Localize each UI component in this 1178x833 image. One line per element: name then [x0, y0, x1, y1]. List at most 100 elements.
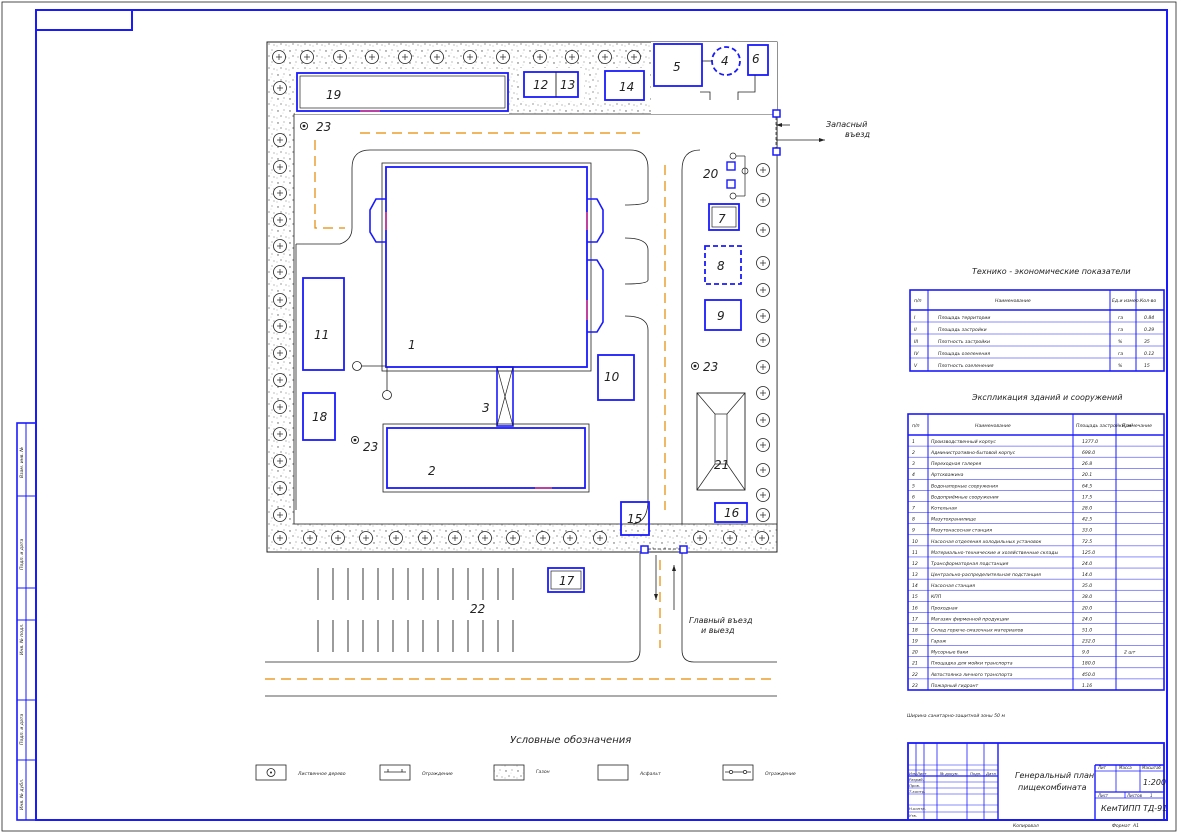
building-label: 11: [314, 328, 329, 342]
explication-cell: 7: [912, 506, 915, 512]
legend-title: Условные обозначения: [510, 734, 631, 746]
explication-cell: КПП: [931, 594, 942, 600]
explication-cell: 3: [912, 461, 915, 467]
explication-cell: 14: [912, 583, 918, 589]
tep-cell: 0.84: [1144, 315, 1154, 321]
explication-cell: Производственный корпус: [931, 439, 996, 445]
tree-icon: [266, 768, 276, 777]
tep-cell: 0.12: [1144, 351, 1154, 357]
explication-cell: Гараж: [931, 639, 947, 645]
building-20: [726, 161, 736, 171]
explication-cell: 8: [912, 517, 915, 523]
tep-table: Технико - экономические показатели п/п Н…: [909, 267, 1165, 372]
title-block: Изм. Лист № докум. Подп. Дата Разраб. Пр…: [907, 742, 1167, 829]
explication-cell: 232.0: [1082, 639, 1095, 645]
explication-cell: 698.0: [1082, 450, 1095, 456]
explication-header: п/п: [912, 423, 920, 429]
explication-cell: 17.5: [1082, 494, 1092, 500]
building-2: [386, 427, 586, 489]
explication-cell: Артскважина: [930, 472, 964, 478]
building-label: 18: [312, 410, 328, 424]
building-10: [597, 354, 635, 401]
stamp-row: Разраб.: [909, 777, 924, 782]
legend: Условные обозначения Лиственное дерево О…: [255, 734, 796, 781]
site-plan: 19 12 13 14 5 4 6 Запасный въезд 23: [265, 41, 871, 697]
explication-cell: 72.5: [1082, 539, 1092, 545]
building-14: [604, 70, 645, 101]
tep-cell: III: [914, 339, 919, 345]
building-label: 13: [560, 78, 575, 92]
explication-cell: 6: [912, 494, 915, 500]
stamp-row: Т.контр.: [909, 789, 925, 794]
stamp-row: Н.контр.: [909, 806, 926, 811]
tep-cell: га: [1118, 316, 1123, 321]
building-label: 19: [326, 88, 341, 102]
building-label: 12: [533, 78, 548, 92]
format-label: Формат: [1112, 823, 1131, 829]
side-stamp-cell: Инв. № подл.: [19, 623, 25, 655]
explication-cell: 18: [912, 627, 918, 633]
explication-cell: Насосная станция: [931, 583, 975, 589]
explication-cell: Административно-бытовой корпус: [930, 450, 1016, 456]
building-19: [296, 72, 509, 112]
building-label: 7: [718, 212, 726, 226]
explication-cell: Склад горюче-смазочных материалов: [931, 627, 1023, 633]
building-21: [696, 392, 746, 491]
building-22: [317, 568, 514, 652]
explication-header: Наименование: [975, 423, 1011, 429]
stamp-row: Пров.: [909, 783, 920, 788]
building-15: [620, 501, 650, 536]
explication-cell: Трансформаторная подстанция: [931, 561, 1009, 567]
drawing-title: Генеральный план: [1015, 771, 1094, 780]
tep-cell: V: [914, 363, 918, 369]
explication-cell: 42.5: [1082, 517, 1092, 523]
explication-cell: 19: [912, 639, 918, 645]
building-17: [547, 567, 585, 593]
explication-title: Экспликация зданий и сооружений: [971, 393, 1122, 402]
explication-cell: 13: [912, 572, 918, 578]
tep-cell: Площадь озеленения: [938, 351, 990, 357]
explication-cell: 4: [912, 472, 915, 478]
legend-label: Газон: [536, 769, 550, 775]
explication-cell: 35.0: [1082, 583, 1092, 589]
explication-cell: 9.0: [1082, 650, 1089, 656]
tep-header: Кол-во: [1140, 298, 1156, 304]
tep-title: Технико - экономические показатели: [972, 267, 1131, 276]
tep-cell: Плотность озеленения: [938, 363, 994, 369]
building-12-13: [523, 71, 579, 98]
building-label: 21: [714, 458, 729, 472]
stamp-col: Подп.: [970, 771, 982, 776]
building-8: [704, 245, 742, 285]
explication-cell: Пожарный гидрант: [931, 683, 979, 689]
building-label: 10: [604, 370, 620, 384]
building-1: [385, 166, 588, 368]
explication-cell: Насосная отделения холодильных установок: [931, 539, 1042, 545]
building-label: 3: [482, 401, 490, 415]
explication-header: Площадь застройки, м²: [1076, 423, 1133, 429]
lawn-swatch: [493, 764, 525, 781]
main-entry-label: Главный въезд: [689, 616, 753, 625]
stamp-col: Дата: [985, 771, 997, 776]
reserve-entry-label: Запасный: [826, 120, 867, 129]
explication-cell: 20.1: [1082, 472, 1092, 478]
asphalt-swatch: [597, 764, 629, 781]
legend-label: Ограждение: [765, 771, 796, 777]
legend-label: Ограждение: [422, 771, 453, 777]
building-11: [302, 277, 345, 371]
explication-cell: 450.0: [1082, 672, 1095, 678]
stamp-header: Масса: [1119, 765, 1132, 770]
building-label: 9: [717, 309, 725, 323]
explication-cell: 5: [912, 483, 915, 489]
stamp-row: Утв.: [909, 813, 917, 818]
stamp-sheets-value: 1: [1150, 793, 1153, 798]
stamp-col: Лист: [916, 771, 927, 776]
explication-cell: 33.0: [1082, 528, 1092, 534]
building-label: 8: [717, 259, 725, 273]
tep-cell: I: [914, 315, 916, 321]
explication-cell: 22: [912, 672, 918, 678]
side-stamp-cell: Взам. инв. №: [19, 447, 25, 478]
explication-cell: 15: [912, 594, 918, 600]
building-label: 4: [721, 54, 729, 68]
